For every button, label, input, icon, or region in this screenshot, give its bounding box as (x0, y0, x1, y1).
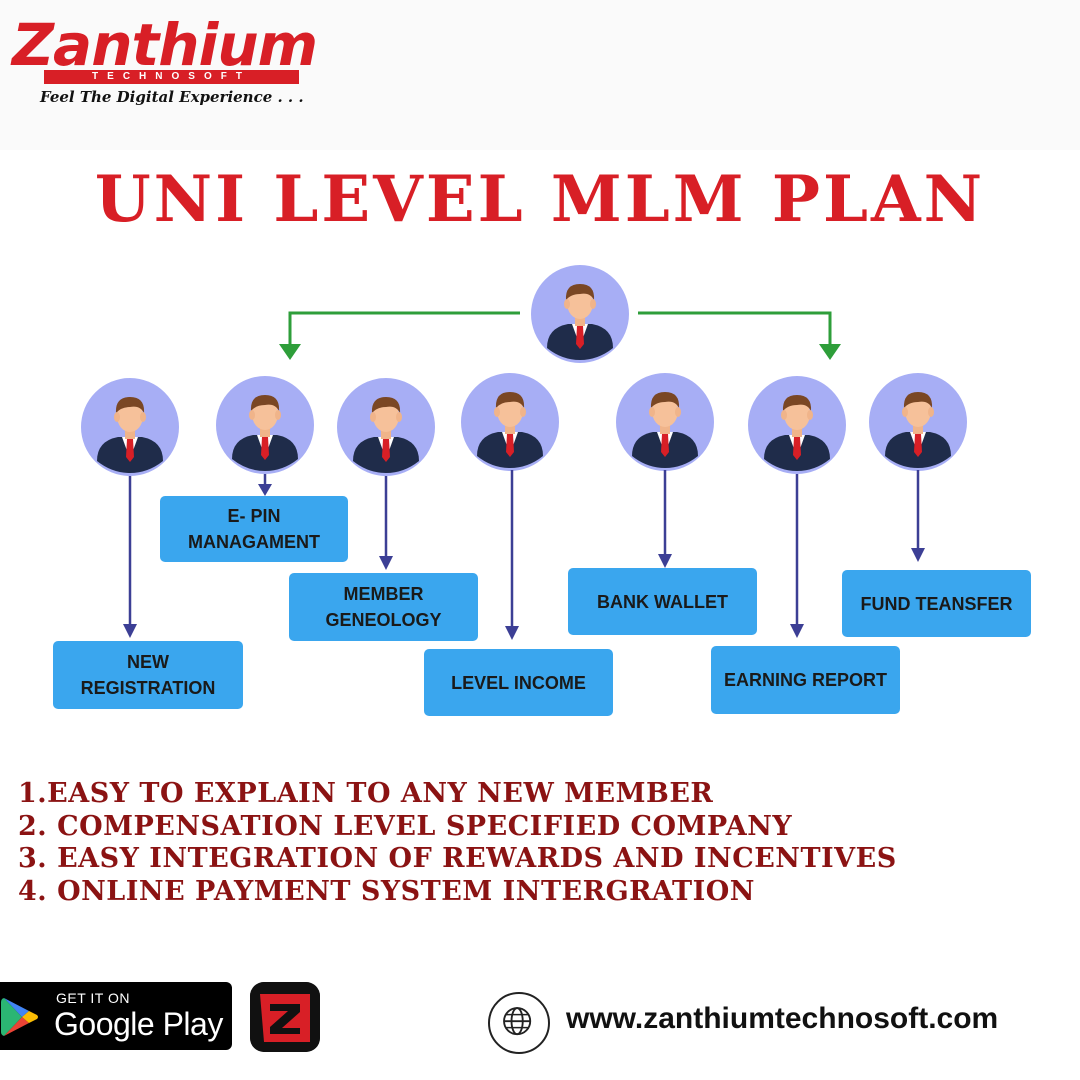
app-logo-graphic (250, 982, 320, 1052)
google-play-badge[interactable]: GET IT ON Google Play (0, 982, 232, 1050)
avatar-icon (616, 373, 714, 471)
benefits-list: 1.Easy to explain to any new member 2. C… (18, 778, 1018, 908)
website-link[interactable]: www.zanthiumtechnosoft.com (566, 1002, 999, 1035)
avatar-icon (216, 376, 314, 474)
node-box-level-income: LEVEL INCOME (424, 649, 613, 716)
node-box-e-pin-management: E- PIN MANAGAMENT (160, 496, 348, 562)
node-box-new-registration: NEW REGISTRATION (53, 641, 243, 709)
node-label: REGISTRATION (80, 678, 216, 698)
avatar-icon (337, 378, 435, 476)
avatar-icon (869, 373, 967, 471)
brand-logo[interactable]: Zanthium TECHNOSOFT Feel The Digital Exp… (12, 12, 318, 112)
node-label: EARNING REPORT (723, 670, 887, 690)
node-label: MANAGAMENT (188, 532, 320, 552)
avatar-icon (461, 373, 559, 471)
benefit-item: 4. Online payment system intergration (18, 875, 755, 907)
node-label: MEMBER (343, 584, 424, 604)
avatar-icon (748, 376, 846, 474)
node-label: NEW (126, 652, 169, 672)
avatar-icon (81, 378, 179, 476)
node-label: LEVEL INCOME (451, 672, 586, 693)
node-label: BANK WALLET (597, 591, 728, 612)
node-label: E- PIN (227, 506, 281, 526)
page-title: UNI LEVEL MLM PLAN (94, 162, 986, 237)
google-play-icon (1, 998, 38, 1036)
arrow-heads (123, 484, 925, 640)
globe-icon (488, 992, 550, 1054)
store-small-label: GET IT ON (56, 990, 130, 1006)
node-box-fund-transfer: FUND TEANSFER (842, 570, 1031, 637)
down-arrows (128, 470, 920, 630)
green-connectors (279, 311, 841, 360)
node-label: GENEOLOGY (325, 610, 442, 630)
benefit-item: 3. Easy integration of rewards and incen… (18, 843, 897, 874)
top-avatar-icon (531, 265, 629, 363)
node-box-bank-wallet: BANK WALLET (568, 568, 757, 635)
mlm-diagram (81, 265, 967, 640)
node-box-member-geneology: MEMBER GENEOLOGY (289, 573, 478, 641)
store-name-label: Google Play (54, 1006, 223, 1042)
node-box-earning-report: EARNING REPORT (711, 646, 900, 714)
brand-sub-bar (44, 70, 299, 84)
brand-sub: TECHNOSOFT (92, 71, 251, 82)
brand-tagline: Feel The Digital Experience . . . (40, 88, 304, 106)
brand-name: Zanthium (12, 11, 318, 79)
benefit-item: 1.Easy to explain to any new member (18, 778, 714, 809)
benefit-item: 2. Compensation level specified company (18, 810, 793, 842)
zanthium-app-icon[interactable] (250, 982, 320, 1052)
node-label: FUND TEANSFER (860, 593, 1013, 614)
